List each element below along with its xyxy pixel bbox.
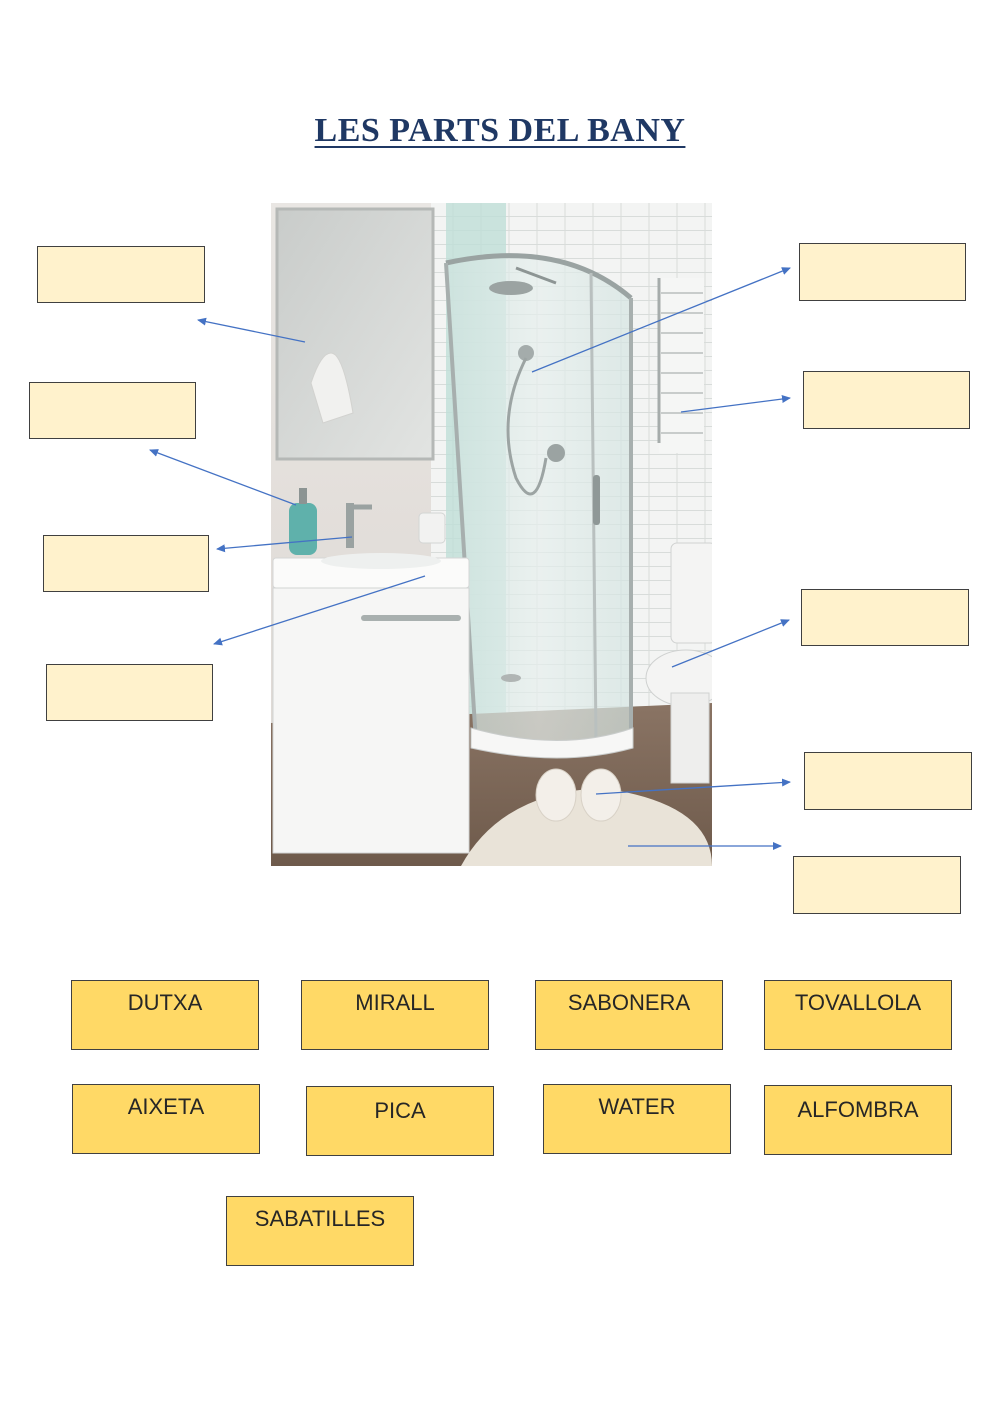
- answer-box-right-5[interactable]: [793, 856, 961, 914]
- page-title: LES PARTS DEL BANY: [314, 112, 686, 149]
- answer-box-right-1[interactable]: [799, 243, 966, 301]
- answer-box-right-2[interactable]: [803, 371, 970, 429]
- word-card-dutxa[interactable]: DUTXA: [71, 980, 259, 1050]
- answer-box-left-3[interactable]: [43, 535, 209, 592]
- word-card-water[interactable]: WATER: [543, 1084, 731, 1154]
- word-card-mirall[interactable]: MIRALL: [301, 980, 489, 1050]
- word-card-sabonera[interactable]: SABONERA: [535, 980, 723, 1050]
- word-card-aixeta[interactable]: AIXETA: [72, 1084, 260, 1154]
- word-card-sabatilles[interactable]: SABATILLES: [226, 1196, 414, 1266]
- word-card-pica[interactable]: PICA: [306, 1086, 494, 1156]
- word-card-alfombra[interactable]: ALFOMBRA: [764, 1085, 952, 1155]
- answer-box-left-4[interactable]: [46, 664, 213, 721]
- answer-box-right-3[interactable]: [801, 589, 969, 646]
- answer-box-left-2[interactable]: [29, 382, 196, 439]
- bathroom-photo: [271, 203, 712, 866]
- answer-box-left-1[interactable]: [37, 246, 205, 303]
- answer-box-right-4[interactable]: [804, 752, 972, 810]
- word-card-tovallola[interactable]: TOVALLOLA: [764, 980, 952, 1050]
